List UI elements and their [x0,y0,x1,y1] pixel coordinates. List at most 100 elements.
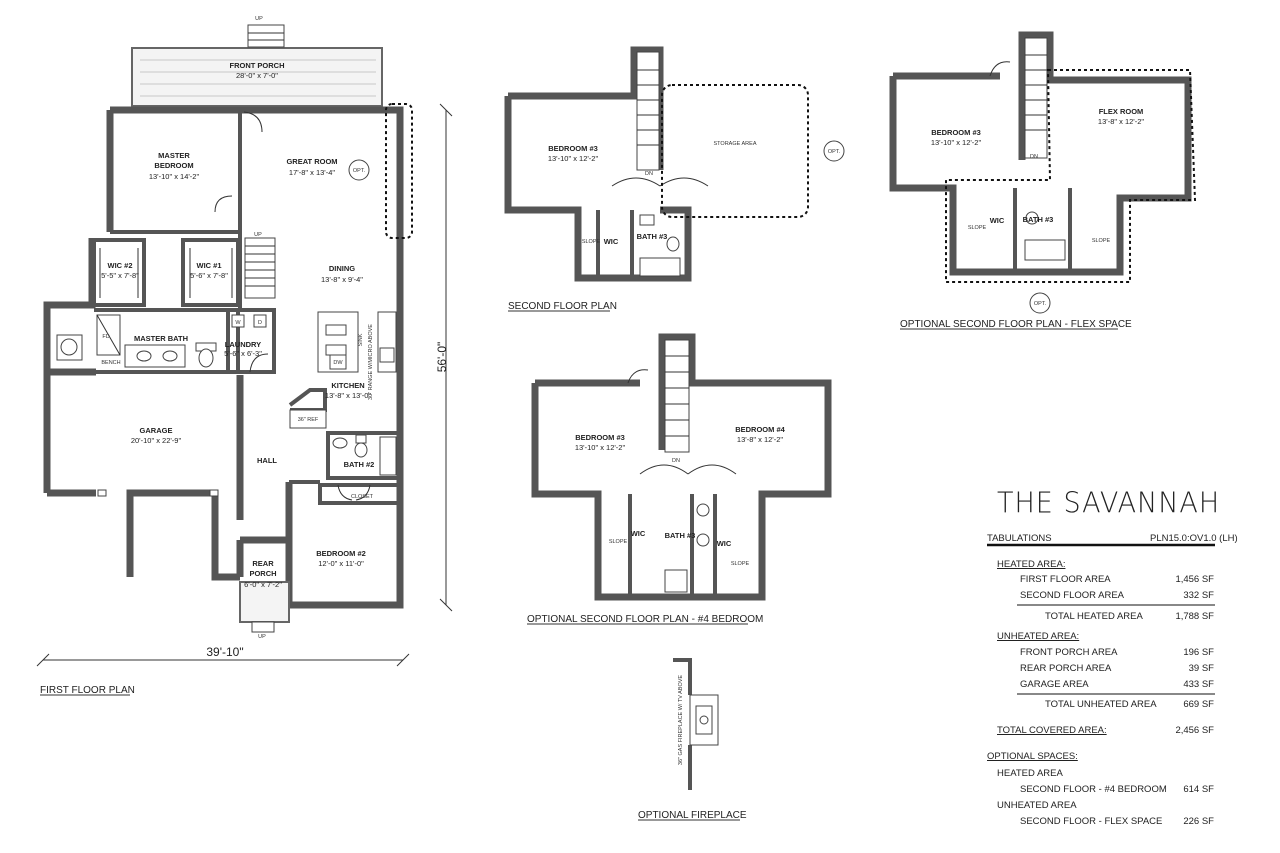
svg-text:DW: DW [333,360,343,366]
total-heated-value: 1,788 SF [1175,611,1214,622]
svg-text:MASTER: MASTER [158,151,190,160]
closet [318,483,402,505]
heated-row-value: 332 SF [1183,590,1214,601]
flex-plan: DN OPT. BEDROOM #3 13'-10" x 12'-2" FLEX… [889,31,1197,330]
bath-2 [326,431,402,480]
svg-text:FD: FD [102,334,109,340]
svg-text:30" RANGE W/MICRO ABOVE: 30" RANGE W/MICRO ABOVE [368,324,374,400]
svg-text:12'-0" x 11'-0": 12'-0" x 11'-0" [318,559,364,568]
svg-text:17'-8" x 13'-4": 17'-8" x 13'-4" [289,168,335,177]
unheated-title: UNHEATED AREA: [997,631,1080,642]
fireplace-box [689,694,719,746]
front-porch-size: 28'-0" x 7'-0" [236,71,278,80]
heated-row-value: 1,456 SF [1175,574,1214,585]
heated-title: HEATED AREA: [997,559,1066,570]
flex-plan-title: OPTIONAL SECOND FLOOR PLAN - FLEX SPACE [900,319,1132,330]
tab-header: TABULATIONS [987,533,1052,544]
total-covered-label: TOTAL COVERED AREA: [997,725,1107,736]
laundry [226,308,276,374]
wic-2 [92,238,146,307]
svg-text:WIC: WIC [631,529,646,538]
fireplace-title: OPTIONAL FIREPLACE [638,810,747,821]
total-unheated-label: TOTAL UNHEATED AREA [1045,699,1157,710]
total-heated-label: TOTAL HEATED AREA [1045,611,1143,622]
svg-text:BEDROOM #4: BEDROOM #4 [735,425,785,434]
svg-text:W: W [235,320,241,326]
svg-text:5'-6" x 7'-8": 5'-6" x 7'-8" [190,271,228,280]
storage-area-opt [661,84,809,218]
total-unheated-value: 669 SF [1183,699,1214,710]
svg-text:13'-8" x 12'-2": 13'-8" x 12'-2" [737,435,783,444]
svg-text:BEDROOM #3: BEDROOM #3 [548,144,598,153]
svg-text:WIC #1: WIC #1 [196,261,221,270]
rear-porch [239,581,290,623]
svg-text:SLOPE: SLOPE [609,539,628,545]
svg-text:20'-10" x 22'-9": 20'-10" x 22'-9" [131,436,182,445]
svg-text:KITCHEN: KITCHEN [331,381,364,390]
svg-text:5'-6" x 6'-3": 5'-6" x 6'-3" [224,349,262,358]
flex-space-outline [945,69,1197,283]
svg-text:13'-8" x 9'-4": 13'-8" x 9'-4" [321,275,363,284]
svg-text:SLOPE: SLOPE [1092,238,1111,244]
svg-text:BATH #3: BATH #3 [1023,215,1054,224]
svg-text:BEDROOM: BEDROOM [154,161,193,170]
svg-text:OPT.: OPT. [353,168,366,174]
svg-text:BEDROOM #3: BEDROOM #3 [575,433,625,442]
first-floor-plan: UP FRONT PORCH 28'-0" x 7'-0" [36,16,453,696]
fireplace-plan: 36" GAS FIREPLACE W/ TV ABOVE OPTIONAL F… [638,658,747,821]
opt-heated-title: HEATED AREA [997,768,1063,779]
unheated-row-label: REAR PORCH AREA [1020,663,1112,674]
svg-text:13'-10" x 12'-2": 13'-10" x 12'-2" [575,443,626,452]
wic-1 [181,238,240,307]
svg-text:CLOSET: CLOSET [351,494,374,500]
second-floor-title: SECOND FLOOR PLAN [508,301,617,312]
unheated-row-value: 196 SF [1183,647,1214,658]
svg-text:DINING: DINING [329,264,355,273]
depth-dim-label: 56'-0" [435,342,449,373]
svg-text:36" GAS FIREPLACE W/ TV ABOVE: 36" GAS FIREPLACE W/ TV ABOVE [678,675,684,766]
svg-text:OPT.: OPT. [828,149,841,155]
opt-unheated-value: 226 SF [1183,816,1214,827]
svg-text:BEDROOM #3: BEDROOM #3 [931,128,981,137]
heated-row-label: SECOND FLOOR AREA [1020,590,1124,601]
opt-window-bump [385,103,413,239]
bed4-plan: DN BEDROOM #3 13'-10" x 12'-2" BEDROOM #… [527,333,832,625]
svg-text:REAR: REAR [252,559,274,568]
svg-text:36" REF: 36" REF [298,417,319,423]
svg-text:13'-10" x 12'-2": 13'-10" x 12'-2" [548,154,599,163]
first-floor-title: FIRST FLOOR PLAN [40,685,135,696]
svg-text:SLOPE: SLOPE [731,561,750,567]
svg-text:BATH #2: BATH #2 [344,460,375,469]
svg-text:WIC #2: WIC #2 [107,261,132,270]
svg-text:13'-10" x 14'-2": 13'-10" x 14'-2" [149,172,200,181]
front-up-label: UP [255,16,263,22]
brand-title: THE SAVANNAH [997,487,1221,520]
second-floor-plan: DN OPT. BEDROOM #3 13'-10" x 12'-2" STOR… [504,46,845,312]
svg-text:MASTER BATH: MASTER BATH [134,334,188,343]
stair-1st [244,237,276,299]
optional-title: OPTIONAL SPACES: [987,751,1078,762]
svg-text:UP: UP [254,232,262,238]
unheated-row-value: 433 SF [1183,679,1214,690]
plan-code: PLN15.0:OV1.0 (LH) [1150,533,1238,544]
svg-text:WIC: WIC [990,216,1005,225]
svg-text:DN: DN [1030,154,1038,160]
svg-text:SLOPE: SLOPE [582,239,601,245]
svg-text:PORCH: PORCH [249,569,276,578]
tub-fixture [60,338,78,356]
svg-text:FLEX ROOM: FLEX ROOM [1099,107,1144,116]
svg-text:D: D [258,320,262,326]
svg-text:13'-10" x 12'-2": 13'-10" x 12'-2" [931,138,982,147]
svg-text:DN: DN [672,458,680,464]
svg-text:LAUNDRY: LAUNDRY [225,340,261,349]
svg-text:WIC: WIC [604,237,619,246]
svg-text:BATH #3: BATH #3 [637,232,668,241]
svg-text:BENCH: BENCH [101,360,120,366]
svg-text:OPT.: OPT. [1034,301,1047,307]
svg-text:13'-8" x 12'-2": 13'-8" x 12'-2" [1098,117,1144,126]
svg-text:SLOPE: SLOPE [968,225,987,231]
svg-text:SINK: SINK [358,333,364,346]
unheated-row-value: 39 SF [1188,663,1214,674]
svg-text:6'-0" x 7'-2": 6'-0" x 7'-2" [244,580,282,589]
